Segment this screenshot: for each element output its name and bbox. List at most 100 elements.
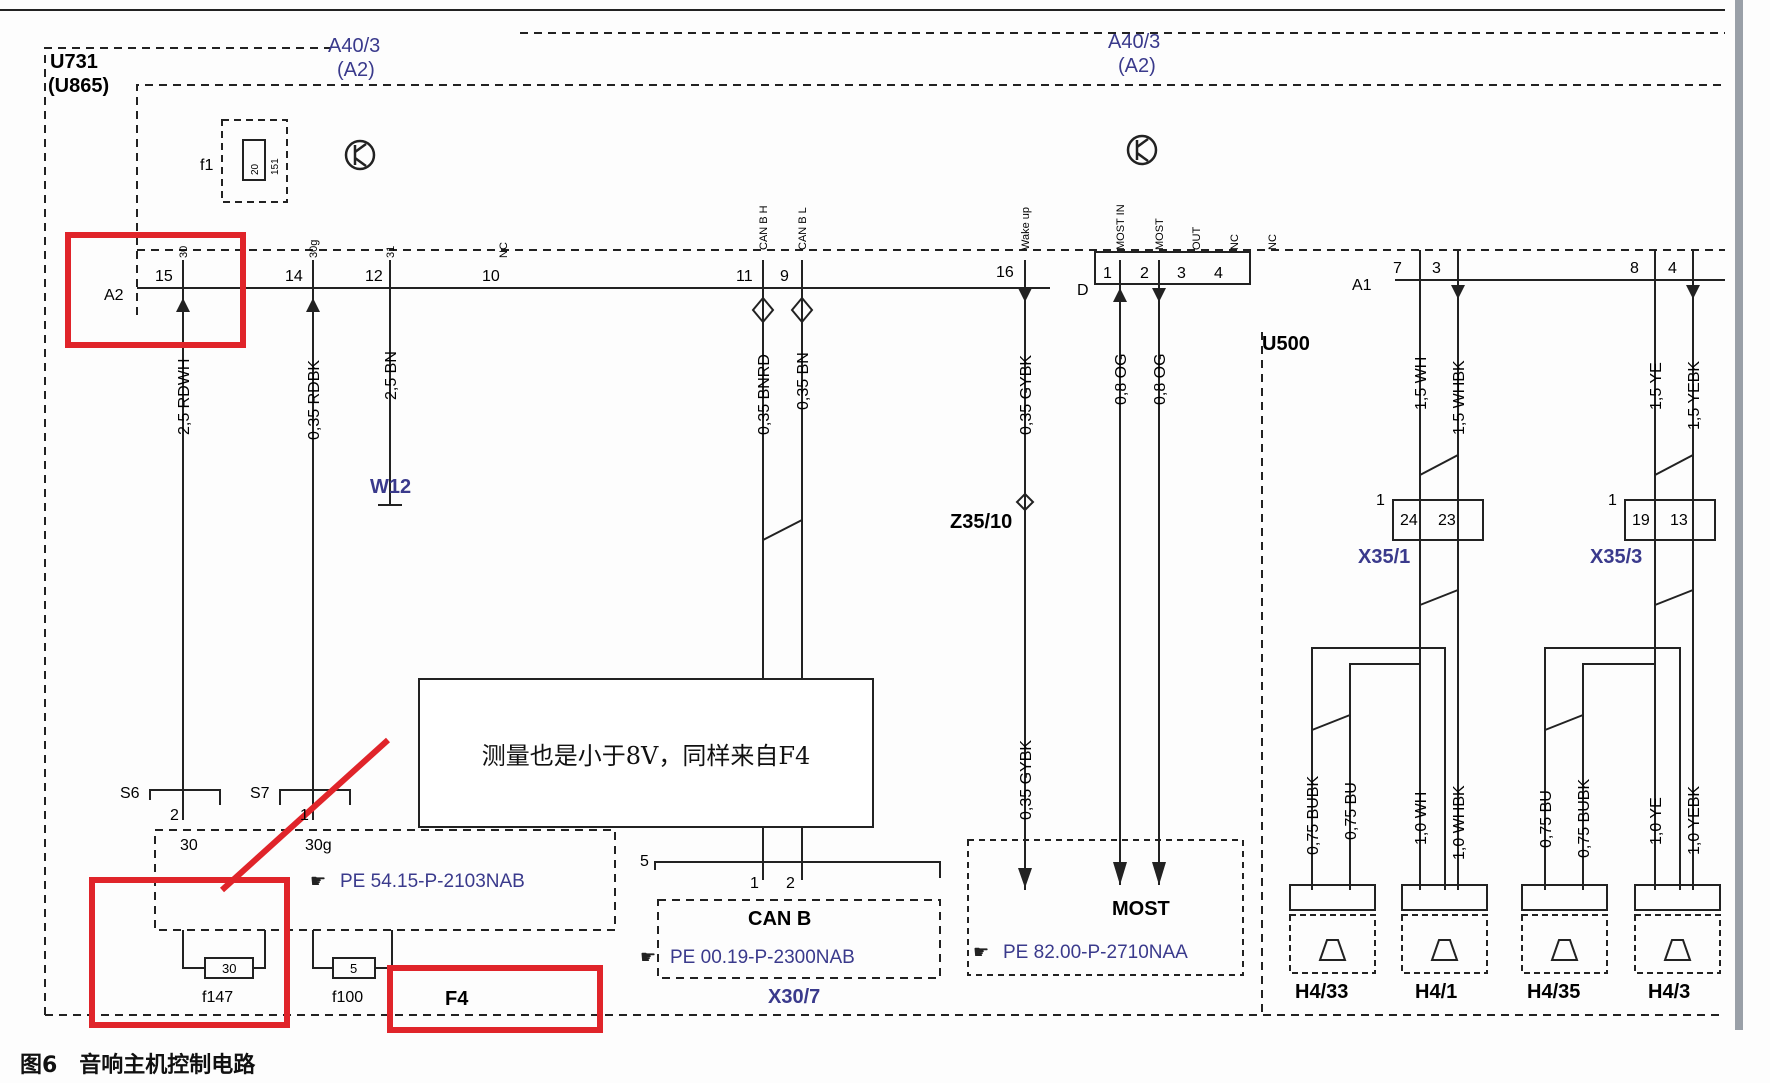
f147-value: 30 bbox=[222, 961, 236, 976]
u731-label: U731 bbox=[50, 51, 98, 73]
pin-11: 11 bbox=[736, 268, 753, 285]
s7-30g: 30g bbox=[305, 837, 332, 854]
annotation-text: 测量也是小于8V，同样来自F4 bbox=[481, 741, 811, 770]
d-connector bbox=[1094, 251, 1251, 285]
u865-label: (U865) bbox=[48, 75, 109, 97]
svg-text:1,0 YE: 1,0 YE bbox=[1648, 797, 1665, 845]
small-labels: A2 A1 D f1 15 14 12 10 11 9 16 1 2 3 4 7… bbox=[104, 157, 1688, 1006]
s6-30: 30 bbox=[180, 837, 198, 854]
svg-text:0,35 GYBK: 0,35 GYBK bbox=[1018, 355, 1035, 435]
pin-15: 15 bbox=[155, 268, 173, 285]
x30-pin5: 5 bbox=[640, 853, 649, 870]
svg-text:2,5 RDWH: 2,5 RDWH bbox=[176, 359, 193, 435]
svg-text:30: 30 bbox=[178, 246, 190, 258]
svg-text:0,8 OG: 0,8 OG bbox=[1152, 353, 1169, 405]
svg-text:0,35 RDBK: 0,35 RDBK bbox=[306, 360, 323, 440]
x35-1-pin24: 24 bbox=[1400, 512, 1418, 529]
a40-3-right-label: A40/3 bbox=[1108, 31, 1160, 53]
svg-text:31: 31 bbox=[385, 246, 397, 258]
ref-pe82: PE 82.00-P-2710NAA bbox=[1003, 942, 1188, 963]
arrow-heads bbox=[176, 285, 1700, 888]
svg-text:2,5 BN: 2,5 BN bbox=[383, 351, 400, 400]
f1-label: f1 bbox=[200, 157, 213, 174]
svg-text:1,5 WH: 1,5 WH bbox=[1413, 357, 1430, 410]
svg-text:1,0 YEBK: 1,0 YEBK bbox=[1686, 786, 1703, 855]
h4-3-label: H4/3 bbox=[1648, 981, 1690, 1003]
labels: U731 (U865) U500 W12 Z35/10 X35/1 X35/3 … bbox=[48, 51, 1690, 1010]
svg-text:0,35 BNRD: 0,35 BNRD bbox=[756, 354, 773, 435]
x35-1-pin1: 1 bbox=[1376, 492, 1385, 509]
f1-fuse bbox=[242, 139, 266, 181]
highlight-arrow bbox=[219, 737, 391, 893]
pin-d4: 4 bbox=[1214, 265, 1223, 282]
svg-text:CAN B L: CAN B L bbox=[797, 207, 809, 250]
pin-a1-4: 4 bbox=[1668, 260, 1677, 277]
connector-a1: A1 bbox=[1352, 277, 1372, 294]
wire-labels: 2,5 RDWH 0,35 RDBK 2,5 BN 0,35 BNRD 0,35… bbox=[176, 351, 1703, 860]
s6-label: S6 bbox=[120, 785, 140, 802]
can-terminals bbox=[751, 296, 1035, 512]
h4-33-label: H4/33 bbox=[1295, 981, 1348, 1003]
svg-text:0,75 BUBK: 0,75 BUBK bbox=[1305, 776, 1322, 855]
s6-pin: 2 bbox=[170, 807, 179, 824]
pin-a1-8: 8 bbox=[1630, 260, 1639, 277]
f4-label: F4 bbox=[445, 988, 469, 1010]
z35-10-label: Z35/10 bbox=[950, 511, 1012, 533]
svg-text:0,75 BU: 0,75 BU bbox=[1538, 790, 1555, 848]
x35-3-pin19: 19 bbox=[1632, 512, 1650, 529]
wires bbox=[182, 250, 1716, 890]
x35-1-label: X35/1 bbox=[1358, 546, 1410, 568]
svg-text:1,5 YEBK: 1,5 YEBK bbox=[1686, 361, 1703, 430]
f1-pin-151: 151 bbox=[270, 158, 281, 175]
scan-edge bbox=[1735, 0, 1743, 1030]
s7-pin: 1 bbox=[300, 807, 309, 824]
can-b-label: CAN B bbox=[748, 908, 811, 930]
svg-text:0,75 BU: 0,75 BU bbox=[1343, 782, 1360, 840]
h4-35-label: H4/35 bbox=[1527, 981, 1580, 1003]
svg-text:Wake up: Wake up bbox=[1020, 207, 1032, 250]
f1-fuse-value: 20 bbox=[250, 163, 261, 175]
speaker-icon bbox=[1318, 939, 1347, 961]
connector-d: D bbox=[1077, 282, 1089, 299]
u731-frame bbox=[44, 47, 1725, 1016]
transistor-icon-left bbox=[344, 139, 376, 171]
svg-text:1,0 WH: 1,0 WH bbox=[1413, 792, 1430, 845]
figure-caption: 图6 音响主机控制电路 bbox=[20, 1053, 256, 1078]
svg-text:CAN B H: CAN B H bbox=[758, 205, 770, 250]
pointing-hand-icon: ☛ bbox=[640, 947, 656, 968]
speaker-icon bbox=[1430, 939, 1459, 961]
a2-left-label: (A2) bbox=[337, 59, 375, 81]
f1-box bbox=[221, 119, 288, 203]
a2-right-label: (A2) bbox=[1118, 55, 1156, 77]
pin-9: 9 bbox=[780, 268, 789, 285]
pin-10: 10 bbox=[482, 268, 500, 285]
a40-3-left-label: A40/3 bbox=[328, 35, 380, 57]
x35-3-label: X35/3 bbox=[1590, 546, 1642, 568]
x30-pin1: 1 bbox=[750, 875, 759, 892]
x30-pin2: 2 bbox=[786, 875, 795, 892]
highlight-a2-pin15 bbox=[65, 232, 246, 348]
h4-1-label: H4/1 bbox=[1415, 981, 1457, 1003]
speaker-icon bbox=[1663, 939, 1692, 961]
x30-7-label: X30/7 bbox=[768, 986, 820, 1008]
highlight-f4 bbox=[387, 965, 603, 1033]
speaker-icon bbox=[1550, 939, 1579, 961]
svg-text:NC: NC bbox=[1267, 234, 1279, 250]
x35-3-pin13: 13 bbox=[1670, 512, 1688, 529]
pointing-hand-icon: ☛ bbox=[310, 871, 326, 892]
pin-d3: 3 bbox=[1177, 265, 1186, 282]
f147-label: f147 bbox=[202, 989, 233, 1006]
ref-pe54: PE 54.15-P-2103NAB bbox=[340, 871, 525, 892]
x35-3-pin1: 1 bbox=[1608, 492, 1617, 509]
pin-16: 16 bbox=[996, 264, 1014, 281]
connector-a2: A2 bbox=[104, 287, 124, 304]
svg-text:OUT: OUT bbox=[1191, 227, 1203, 251]
pe-references: PE 54.15-P-2103NAB PE 00.19-P-2300NAB PE… bbox=[340, 871, 1188, 968]
highlight-f147 bbox=[89, 877, 290, 1028]
f100-value: 5 bbox=[350, 961, 357, 976]
pointing-hand-icon: ☛ bbox=[973, 942, 989, 963]
svg-text:0,8 OG: 0,8 OG bbox=[1113, 353, 1130, 405]
pin-12: 12 bbox=[365, 268, 383, 285]
